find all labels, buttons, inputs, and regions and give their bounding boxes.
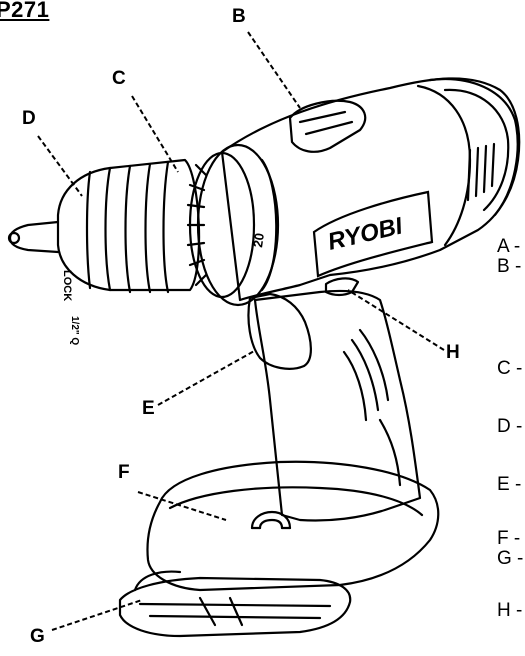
- callout-g: G: [30, 626, 45, 647]
- legend-key-d: D -: [497, 416, 523, 437]
- rear-cap: [428, 78, 519, 217]
- chuck-size-marking: 1/2" Q: [69, 316, 80, 345]
- handle: [253, 289, 422, 522]
- leader-line-d: [37, 135, 83, 197]
- chuck-body: [56, 158, 201, 292]
- leader-line-c: [131, 95, 179, 173]
- leader-line-f: [137, 491, 227, 521]
- base: [146, 460, 440, 592]
- leader-line-h: [347, 289, 445, 351]
- legend-key-g: G -: [497, 548, 524, 569]
- legend-key-h: H -: [497, 600, 523, 621]
- trigger-switch: [247, 292, 312, 370]
- magnet-icon: [250, 510, 292, 530]
- leader-line-e: [157, 349, 257, 406]
- chuck-lock-marking: LOCK: [61, 270, 73, 301]
- air-vents: [466, 142, 496, 202]
- leader-line-b: [247, 31, 301, 109]
- motor-housing: [220, 77, 521, 302]
- clutch-number: 20: [250, 232, 267, 248]
- legend-key-a: A -: [497, 236, 521, 257]
- chuck-jaws: [8, 220, 60, 254]
- callout-b: B: [232, 6, 246, 27]
- model-number: P271: [0, 0, 50, 22]
- legend-key-f: F -: [497, 528, 521, 549]
- direction-switch: [288, 99, 367, 153]
- legend-key-b: B -: [497, 256, 522, 277]
- brand-logo: RYOBI: [312, 190, 434, 278]
- callout-h: H: [446, 342, 460, 363]
- legend-key-c: C -: [497, 358, 523, 379]
- legend-key-e: E -: [497, 474, 522, 495]
- grip-ribs: [342, 328, 402, 487]
- callout-e: E: [142, 398, 155, 419]
- callout-c: C: [112, 68, 126, 89]
- bit-holder: [118, 576, 352, 638]
- callout-f: F: [118, 462, 130, 483]
- callout-d: D: [22, 108, 36, 129]
